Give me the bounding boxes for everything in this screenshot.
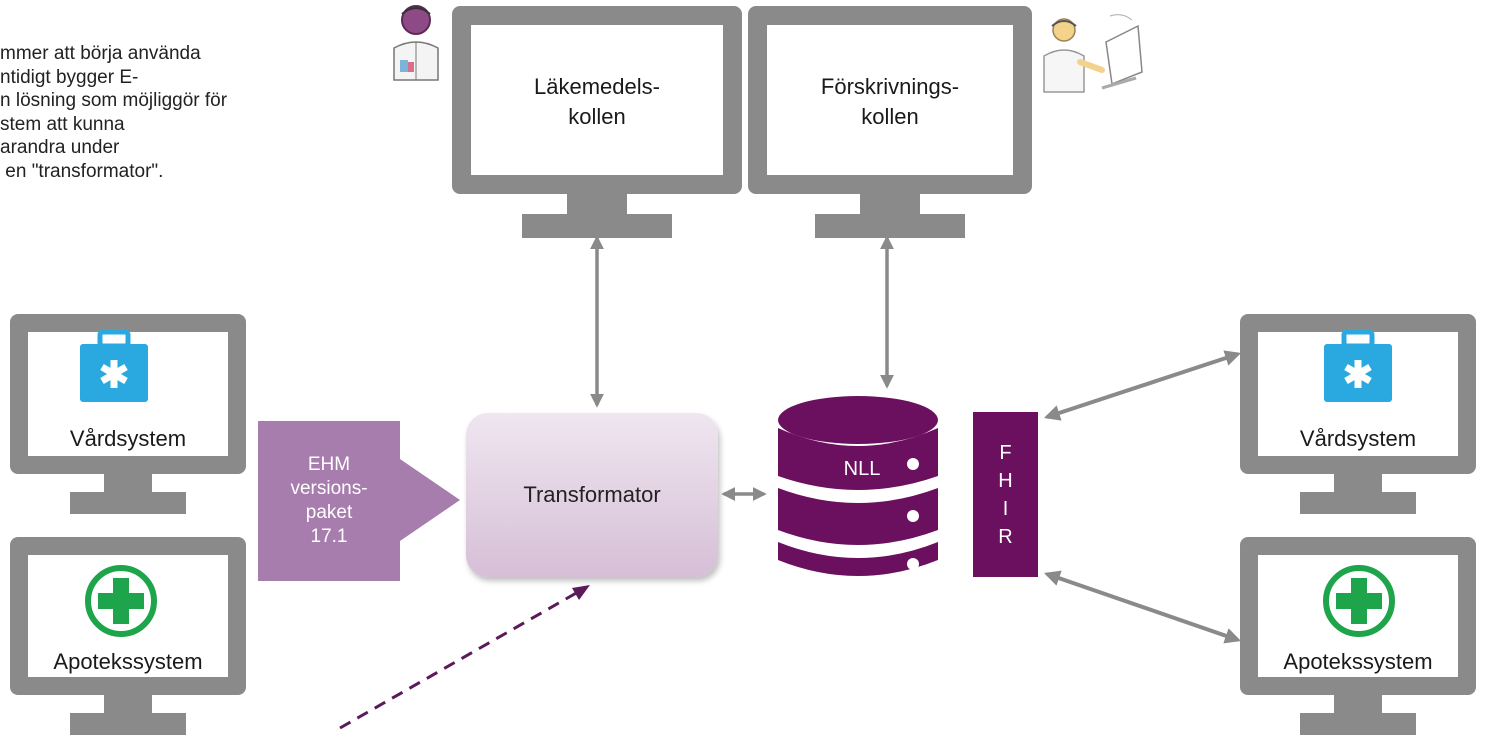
transformator-label: Transformator [523, 482, 661, 507]
monitor-forskrivningskollen: Förskrivnings- kollen [748, 6, 1032, 238]
forskrivningskollen-label: Förskrivnings- kollen [820, 74, 960, 129]
database-icon [778, 396, 938, 576]
lakemedelskollen-label: Läkemedels- kollen [534, 74, 660, 129]
fhir-letter: H [998, 469, 1013, 492]
monitor-vardsystem-right: Vårdsystem [1240, 314, 1476, 516]
arrow-fhir-apotek-right [1043, 570, 1242, 644]
medical-kit-icon [1324, 330, 1392, 402]
medical-kit-icon [80, 330, 148, 402]
pharmacy-cross-icon [85, 565, 157, 637]
transformator-box: Transformator [466, 413, 718, 577]
fhir-letter: R [998, 525, 1013, 548]
dashed-arrow-head [572, 585, 590, 600]
apotekssystem-right-label: Apotekssystem [1283, 649, 1433, 674]
vardsystem-right-label: Vårdsystem [1299, 426, 1417, 451]
monitor-lakemedelskollen: Läkemedels- kollen [452, 6, 742, 238]
ehm-package: EHM versions- paket 17.1 [258, 421, 400, 581]
vardsystem-left-label: Vårdsystem [69, 426, 187, 451]
ehm-arrow-head [400, 459, 460, 541]
fhir-box: F H I R [973, 412, 1038, 577]
doctor-illustration-icon [393, 5, 439, 81]
arrow-fhir-vard-right [1043, 350, 1242, 421]
pharmacy-cross-icon [1323, 565, 1395, 637]
intro-text: mmer att börja använda ntidigt bygger E-… [0, 43, 228, 182]
dashed-arrow-transformator [339, 590, 579, 730]
monitor-apotekssystem-right: Apotekssystem [1240, 537, 1476, 735]
apotekssystem-left-label: Apotekssystem [53, 649, 203, 674]
nll-label: NLL [843, 458, 881, 480]
fhir-letter: F [999, 441, 1012, 464]
fhir-letter: I [1002, 497, 1009, 520]
pharmacist-illustration-icon [1043, 14, 1143, 93]
